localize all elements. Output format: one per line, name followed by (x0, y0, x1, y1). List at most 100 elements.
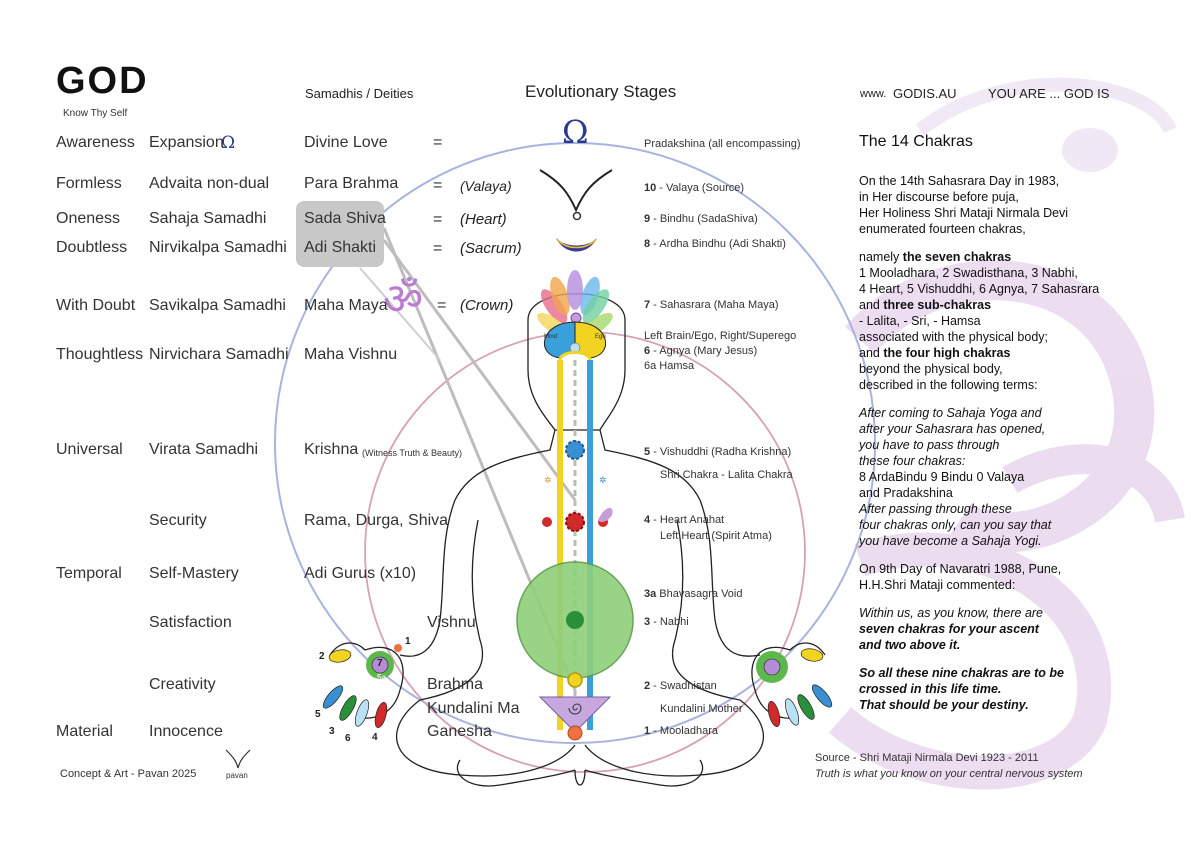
hand-number: 2 (319, 651, 325, 662)
samadhi-label: Innocence (149, 723, 223, 740)
samadhi-label: Satisfaction (149, 614, 232, 631)
right-hand-chakras (756, 648, 833, 727)
swadhistan-label: 2 - Swadhistan (644, 680, 717, 692)
chakra-label: 9 - Bindhu (SadaShiva) (644, 213, 758, 225)
chakra-note: (Crown) (460, 297, 514, 314)
logo-tagline: Know Thy Self (63, 108, 128, 119)
ardha-bindhu-symbol (556, 238, 597, 252)
evolutionary-stages-header: Evolutionary Stages (525, 82, 677, 101)
stage-label: Temporal (56, 565, 122, 582)
source-credit: Source - Shri Mataji Nirmala Devi 1923 -… (815, 752, 1039, 764)
om-icon: ॐ (383, 274, 424, 325)
hand-number: 7 (377, 658, 383, 669)
deity-label: Ganesha (427, 723, 492, 740)
concept-credit: Concept & Art - Pavan 2025 (60, 768, 197, 780)
stage-label: Doubtless (56, 239, 128, 256)
samadhi-label: Nirvichara Samadhi (149, 346, 289, 363)
chakra-note: (Heart) (460, 211, 507, 228)
chakra-number: 9 (644, 213, 651, 225)
lalita-star-right: ✲ (599, 475, 607, 485)
vishuddhi-chakra-icon (565, 440, 585, 460)
ego-label: Ego (595, 334, 606, 340)
equals-sign: = (433, 211, 443, 228)
deity-label: Maha Vishnu (304, 346, 398, 363)
background-om-watermark (828, 77, 1185, 790)
samadhi-label: Virata Samadhi (149, 441, 259, 458)
deity-label: Adi Gurus (x10) (304, 565, 417, 582)
hand-number: 6 (345, 733, 351, 744)
sahasrara-lotus (537, 270, 613, 337)
connector-line-3 (359, 267, 441, 361)
equals-sign: = (433, 134, 443, 151)
deity-label: Para Brahma (304, 175, 399, 192)
lalita-star-left: ✲ (544, 475, 552, 485)
hand-number: 5 (315, 709, 321, 720)
bindhu-symbol (572, 211, 582, 221)
agnya-top-label: Left Brain/Ego, Right/Superego (644, 330, 797, 342)
left-hand-chakras (322, 644, 402, 728)
connector-line-2 (382, 239, 577, 501)
deity-label: Maha Maya (304, 297, 388, 314)
samadhi-label: Nirvikalpa Samadhi (149, 239, 287, 256)
mind-label: Mind (544, 334, 558, 340)
truth-quote: Truth is what you know on your central n… (815, 768, 1083, 780)
expansion-omega-icon: Ω (221, 133, 236, 153)
heart-sub-label: Left Heart (Spirit Atma) (660, 530, 772, 542)
chakra-note: (Sacrum) (460, 240, 522, 257)
right-panel-title: The 14 Chakras (859, 133, 973, 150)
hamsa-label: 6a Hamsa (644, 360, 695, 372)
deity-label: Divine Love (304, 134, 388, 151)
website-link[interactable]: GODIS.AU (893, 86, 957, 101)
left-heart-icon (542, 517, 552, 527)
chakra-label: 10 - Valaya (Source) (644, 182, 745, 194)
equals-sign: = (433, 177, 443, 194)
hand-number: 5a (377, 673, 386, 682)
samadhi-label: Savikalpa Samadhi (149, 297, 286, 314)
void-label: 3a Bhavasagra Void (644, 588, 743, 600)
deity-label: Brahma (427, 676, 484, 693)
omega-icon: Ω (562, 113, 589, 151)
spirit-flame-icon (598, 508, 613, 523)
chakra-note: (Valaya) (460, 178, 512, 194)
hand-number: 1 (405, 636, 411, 647)
samadhi-label: Expansion (149, 134, 224, 151)
mooladhara-chakra-icon (567, 725, 583, 741)
nabhi-label: 3 - Nabhi (644, 616, 689, 628)
right-panel-text: On the 14th Sahasrara Day in 1983, in He… (859, 174, 1100, 712)
signature-label: pavan (226, 771, 248, 780)
sada-shiva-adi-shakti-highlight (296, 201, 384, 267)
deity-label: Rama, Durga, Shiva (304, 512, 449, 529)
chakra-label: Pradakshina (all encompassing) (644, 138, 801, 150)
hand-number: 3 (329, 726, 335, 737)
agnya-label: 6 - Agnya (Mary Jesus) (644, 345, 758, 357)
samadhi-label: Self-Mastery (149, 565, 239, 582)
stage-label: Material (56, 723, 113, 740)
chakra-number: 7 (644, 299, 651, 311)
stage-label: Formless (56, 175, 122, 192)
heart-label: 4 - Heart Anahat (644, 514, 725, 526)
samadhi-label: Advaita non-dual (149, 175, 270, 192)
mooladhara-label: 1 - Mooladhara (644, 725, 718, 737)
heart-chakra-icon (565, 512, 585, 532)
vishuddhi-label: 5 - Vishuddhi (Radha Krishna) (644, 446, 792, 458)
deity-note: (Witness Truth & Beauty) (362, 448, 463, 458)
nabhi-chakra-icon (566, 611, 584, 629)
pavan-signature-mark (225, 749, 251, 769)
samadhi-label: Sahaja Samadhi (149, 210, 267, 227)
chakra-label: 7 - Sahasrara (Maha Maya) (644, 299, 779, 311)
samadhis-deities-header: Samadhis / Deities (305, 86, 414, 101)
mind-ego-lobes (543, 321, 607, 359)
motto: YOU ARE ... GOD IS (988, 86, 1110, 101)
stage-label: Universal (56, 441, 123, 458)
outer-awareness-circle (274, 142, 876, 744)
equals-sign: = (433, 240, 443, 257)
stage-label: Thoughtless (56, 346, 144, 363)
swadhistan-chakra-icon (567, 672, 583, 688)
samadhi-label: Security (149, 512, 207, 529)
chakra-number: 8 (644, 238, 651, 250)
hand-number: 4 (372, 732, 378, 743)
deity-label: Krishna (304, 441, 359, 458)
samadhi-label: Creativity (149, 676, 216, 693)
deity-label-2: Kundalini Ma (427, 700, 520, 717)
